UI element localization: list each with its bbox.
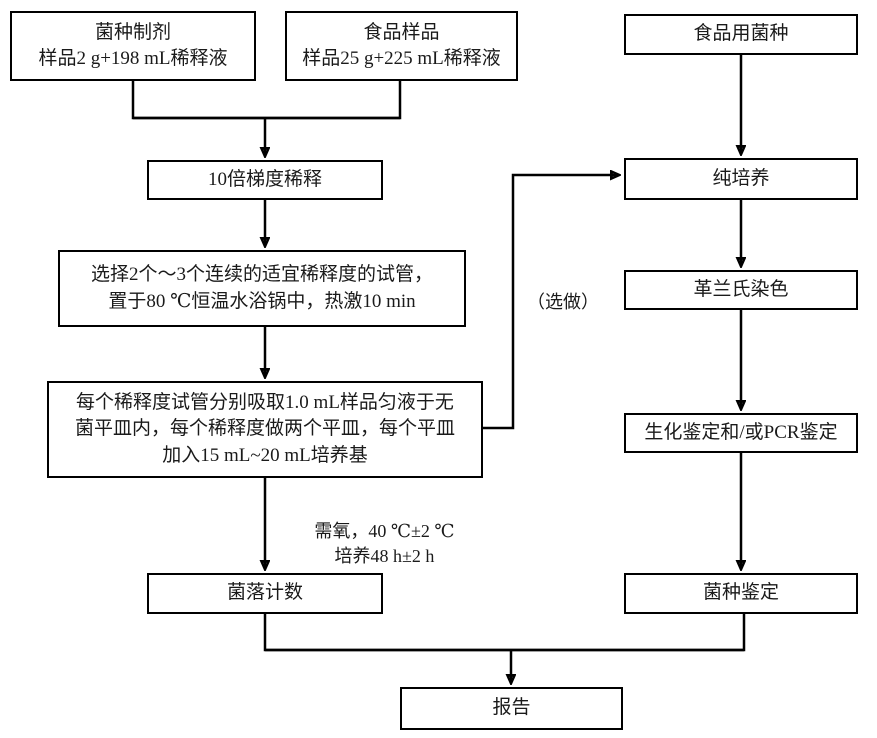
node-strain-identification-label: 菌种鉴定 <box>702 582 779 604</box>
edge-food-sample-to-merge <box>133 81 402 120</box>
node-pure-culture-label: 纯培养 <box>712 167 770 189</box>
node-gram-stain-label: 革兰氏染色 <box>693 278 789 300</box>
node-strain-preparation-label: 菌种制剂 样品2 g+198 mL稀释液 <box>38 21 228 69</box>
node-gram-stain[interactable]: 革兰氏染色 <box>624 270 858 310</box>
node-colony-count[interactable]: 菌落计数 <box>147 573 383 614</box>
edge-label-incubation: 需氧，40 ℃±2 ℃ 培养48 h±2 h <box>277 495 492 568</box>
node-heat-shock[interactable]: 选择2个～3个连续的适宜稀释度的试管， 置于80 ℃恒温水浴锅中，热激10 mi… <box>58 250 466 327</box>
node-colony-count-label: 菌落计数 <box>226 582 303 604</box>
node-heat-shock-label: 选择2个～3个连续的适宜稀释度的试管， 置于80 ℃恒温水浴锅中，热激10 mi… <box>90 264 433 312</box>
node-report[interactable]: 报告 <box>400 687 623 730</box>
node-strain-preparation[interactable]: 菌种制剂 样品2 g+198 mL稀释液 <box>10 11 256 81</box>
node-report-label: 报告 <box>492 697 531 719</box>
node-pure-culture[interactable]: 纯培养 <box>624 158 858 200</box>
node-food-sample-label: 食品样品 样品25 g+225 mL稀释液 <box>302 21 501 69</box>
node-biochemical-pcr-identification-label: 生化鉴定和/或PCR鉴定 <box>644 421 838 443</box>
edge-label-optional: （选做） <box>517 266 609 315</box>
node-plating-label: 每个稀释度试管分别吸取1.0 mL样品匀液于无 菌平皿内，每个稀释度做两个平皿，… <box>74 392 455 466</box>
node-plating[interactable]: 每个稀释度试管分别吸取1.0 mL样品匀液于无 菌平皿内，每个稀释度做两个平皿，… <box>47 381 483 478</box>
edge-label-incubation-text: 需氧，40 ℃±2 ℃ 培养48 h±2 h <box>314 521 455 566</box>
node-food-sample[interactable]: 食品样品 样品25 g+225 mL稀释液 <box>285 11 518 81</box>
node-strain-identification[interactable]: 菌种鉴定 <box>624 573 858 614</box>
node-food-strain[interactable]: 食品用菌种 <box>624 14 858 55</box>
edge-colony-count-to-bottom-merge <box>263 614 744 652</box>
node-tenfold-dilution[interactable]: 10倍梯度稀释 <box>147 160 383 200</box>
node-biochemical-pcr-identification[interactable]: 生化鉴定和/或PCR鉴定 <box>624 413 858 453</box>
edge-strain-prep-to-merge <box>131 81 400 120</box>
node-food-strain-label: 食品用菌种 <box>693 23 789 45</box>
edge-label-optional-text: （选做） <box>527 292 599 313</box>
node-tenfold-dilution-label: 10倍梯度稀释 <box>207 168 322 190</box>
edge-strain-id-to-bottom-merge <box>265 614 746 652</box>
